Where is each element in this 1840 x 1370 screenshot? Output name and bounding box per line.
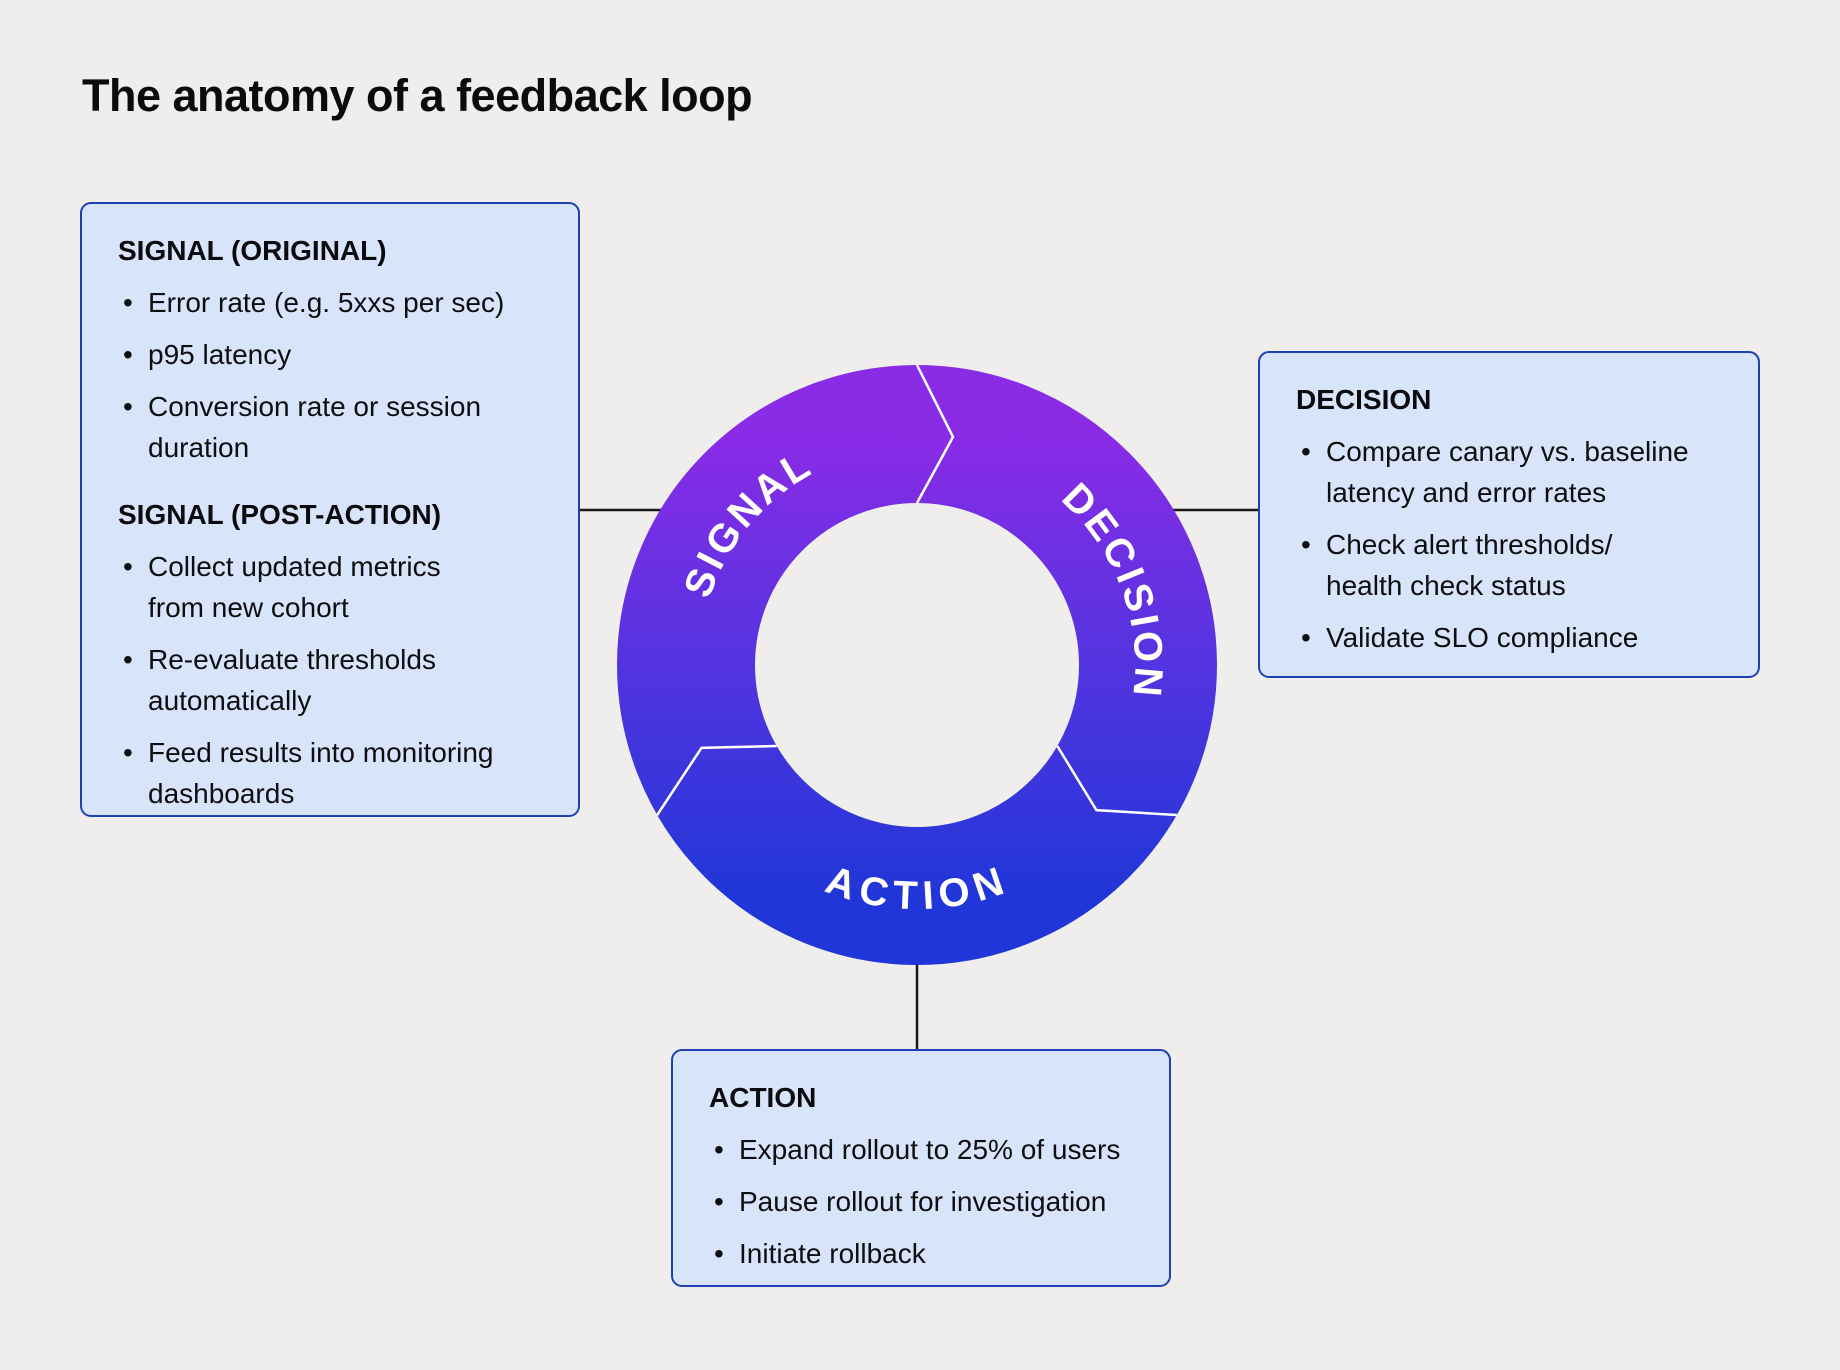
signal-original-list: Error rate (e.g. 5xxs per sec) p95 latenc… [118,282,542,468]
bullet-item: Compare canary vs. baseline latency and … [1296,431,1722,513]
bullet-item: Check alert thresholds/ health check sta… [1296,524,1722,606]
bullet-item: p95 latency [118,334,542,375]
decision-heading: DECISION [1296,384,1432,415]
action-list: Expand rollout to 25% of usersPause roll… [709,1129,1133,1274]
bullet-item: Conversion rate or session duration [118,386,542,468]
action-box: ACTION Expand rollout to 25% of usersPau… [671,1049,1171,1287]
signal-box: SIGNAL (ORIGINAL) Error rate (e.g. 5xxs … [80,202,580,817]
bullet-item: Feed results into monitoring dashboards [118,732,542,814]
bullet-item: Error rate (e.g. 5xxs per sec) [118,282,542,323]
bullet-item: Re-evaluate thresholds automatically [118,639,542,721]
signal-original-heading: SIGNAL (ORIGINAL) [118,235,387,266]
feedback-ring [617,365,1217,965]
action-heading: ACTION [709,1082,817,1113]
bullet-item: Validate SLO compliance [1296,617,1722,658]
signal-post-action-list: Collect updated metrics from new cohortR… [118,546,542,814]
signal-original-section: SIGNAL (ORIGINAL) Error rate (e.g. 5xxs … [118,234,542,468]
signal-post-action-heading: SIGNAL (POST-ACTION) [118,499,442,530]
bullet-item: Pause rollout for investigation [709,1181,1133,1222]
separator-action-signal [656,744,777,816]
bullet-item: Collect updated metrics from new cohort [118,546,542,628]
page-title: The anatomy of a feedback loop [82,70,753,121]
signal-post-action-section: SIGNAL (POST-ACTION) Collect updated met… [118,498,542,814]
bullet-item: Initiate rollback [709,1233,1133,1274]
separator-decision-action [1056,745,1177,817]
decision-list: Compare canary vs. baseline latency and … [1296,431,1722,658]
bullet-item: Expand rollout to 25% of users [709,1129,1133,1170]
separator-signal-decision [915,364,955,504]
decision-box: DECISION Compare canary vs. baseline lat… [1258,351,1760,678]
